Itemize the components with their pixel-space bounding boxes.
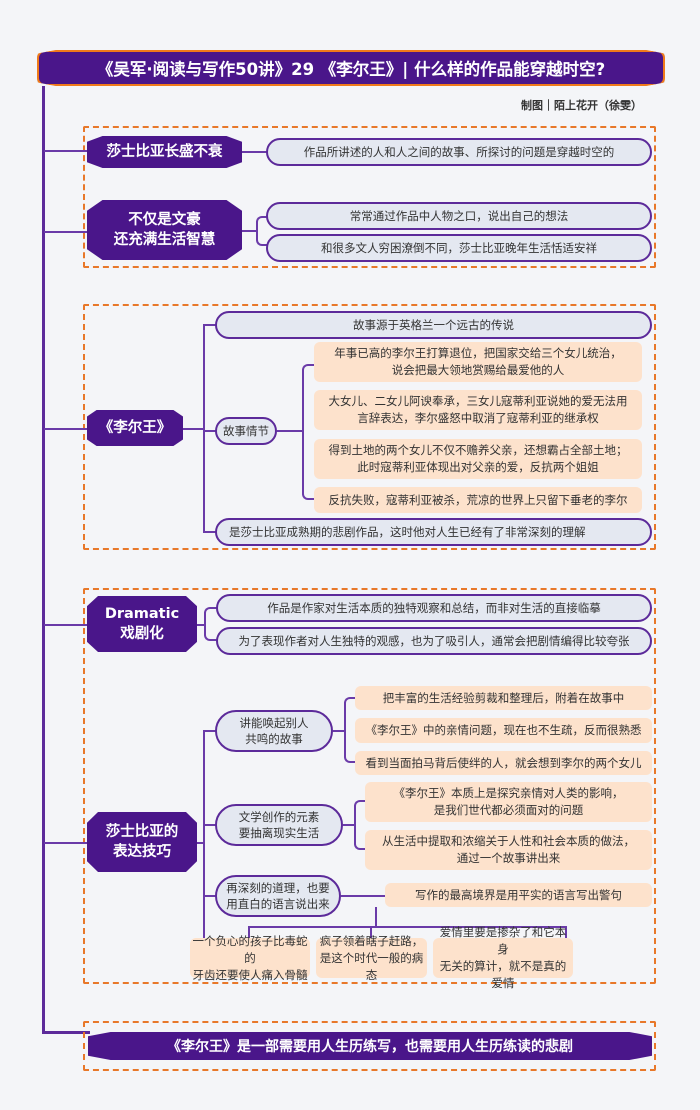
connector: [44, 842, 88, 844]
connector: [333, 730, 345, 732]
plain-language-summary[interactable]: 写作的最高境界是用平实的语言写出警句: [385, 883, 652, 907]
group-frame-lear: [83, 304, 656, 550]
node-resonant-story[interactable]: 讲能唤起别人 共鸣的故事: [215, 710, 333, 752]
connector: [341, 895, 385, 897]
node-lear-origin[interactable]: 故事源于英格兰一个远古的传说: [215, 311, 652, 339]
node-enduring-desc[interactable]: 作品所讲述的人和人之间的故事、所探讨的问题是穿越时空的: [266, 138, 652, 166]
connector: [44, 231, 88, 233]
page-title: 《吴军·阅读与写作50讲》29 《李尔王》| 什么样的作品能穿越时空?: [37, 50, 665, 86]
quote-2[interactable]: 疯子领着瞎子赶路， 是这个时代一般的病态: [316, 934, 427, 982]
node-lear-maturity[interactable]: 是莎士比亚成熟期的悲剧作品，这时他对人生已经有了非常深刻的理解: [215, 518, 652, 546]
connector: [375, 907, 377, 927]
connector-bracket: [256, 216, 268, 246]
connector: [565, 926, 567, 938]
spine-connector-bottom: [42, 1031, 90, 1034]
connector: [203, 730, 205, 950]
group-frame-enduring: [83, 126, 656, 268]
connector: [197, 842, 205, 844]
topic-dramatic[interactable]: Dramatic 戏剧化: [87, 596, 197, 652]
plot-item-2[interactable]: 大女儿、二女儿阿谀奉承，三女儿寇蒂利亚说她的爱无法用 言辞表达，李尔盛怒中取消了…: [314, 390, 642, 430]
connector-bracket: [204, 607, 218, 641]
quote-3[interactable]: 爱情里要是掺杂了和它本身 无关的算计，就不是真的爱情: [433, 925, 573, 990]
node-dramatic-item-1[interactable]: 作品是作家对生活本质的独特观察和总结，而非对生活的直接临摹: [216, 594, 652, 622]
connector-bracket: [344, 697, 356, 763]
connector: [44, 428, 88, 430]
node-dramatic-item-2[interactable]: 为了表现作者对人生独特的观感，也为了吸引人，通常会把剧情编得比较夸张: [216, 627, 652, 655]
connector: [203, 430, 217, 432]
main-spine: [42, 86, 45, 1034]
node-abstract-reality[interactable]: 文学创作的元素 要抽离现实生活: [215, 804, 343, 846]
connector: [242, 151, 268, 153]
conclusion-banner[interactable]: 《李尔王》是一部需要用人生历练写，也需要用人生历练读的悲剧: [88, 1032, 652, 1060]
node-plot-label[interactable]: 故事情节: [215, 417, 277, 445]
plot-item-3[interactable]: 得到土地的两个女儿不仅不赡养父亲，还想霸占全部土地； 此时寇蒂利亚体现出对父亲的…: [314, 439, 642, 479]
abstract-item-1[interactable]: 《李尔王》本质上是探究亲情对人类的影响， 是我们世代都必须面对的问题: [365, 782, 652, 822]
connector: [44, 624, 88, 626]
connector-bracket: [302, 364, 316, 500]
connector: [370, 926, 372, 938]
quote-1[interactable]: 一个负心的孩子比毒蛇的 牙齿还要使人痛入骨髓: [190, 934, 310, 982]
connector-bracket: [354, 800, 366, 850]
connector: [248, 926, 566, 928]
connector: [343, 824, 355, 826]
group-frame-techniques: [83, 588, 656, 984]
connector: [197, 624, 205, 626]
topic-life-wisdom[interactable]: 不仅是文豪 还充满生活智慧: [87, 200, 242, 260]
resonant-item-2[interactable]: 《李尔王》中的亲情问题，现在也不生疏，反而很熟悉: [355, 718, 652, 743]
topic-king-lear[interactable]: 《李尔王》: [87, 410, 183, 446]
plot-item-4[interactable]: 反抗失败，寇蒂利亚被杀，荒凉的世界上只留下垂老的李尔: [314, 487, 642, 513]
connector: [44, 150, 88, 152]
node-plain-language[interactable]: 再深刻的道理，也要 用直白的语言说出来: [215, 875, 341, 917]
connector: [203, 531, 217, 533]
node-wisdom-item-2[interactable]: 和很多文人穷困潦倒不同，莎士比亚晚年生活恬适安祥: [266, 234, 652, 262]
credit: 制图｜陌上花开（徐雯）: [521, 99, 642, 112]
connector: [277, 430, 303, 432]
connector: [183, 428, 203, 430]
node-wisdom-item-1[interactable]: 常常通过作品中人物之口，说出自己的想法: [266, 202, 652, 230]
resonant-item-3[interactable]: 看到当面拍马背后使绊的人，就会想到李尔的两个女儿: [355, 751, 652, 775]
abstract-item-2[interactable]: 从生活中提取和浓缩关于人性和社会本质的做法， 通过一个故事讲出来: [365, 830, 652, 870]
topic-techniques[interactable]: 莎士比亚的 表达技巧: [87, 812, 197, 872]
topic-shakespeare-enduring[interactable]: 莎士比亚长盛不衰: [87, 136, 242, 168]
plot-item-1[interactable]: 年事已高的李尔王打算退位，把国家交给三个女儿统治， 说会把最大领地赏赐给最爱他的…: [314, 342, 642, 382]
connector: [248, 926, 250, 938]
connector: [203, 895, 217, 897]
connector: [242, 230, 256, 232]
resonant-item-1[interactable]: 把丰富的生活经验剪裁和整理后，附着在故事中: [355, 686, 652, 710]
connector: [203, 324, 205, 532]
group-frame-conclusion: [83, 1021, 656, 1071]
connector: [203, 730, 217, 732]
connector: [203, 824, 217, 826]
connector: [203, 324, 217, 326]
